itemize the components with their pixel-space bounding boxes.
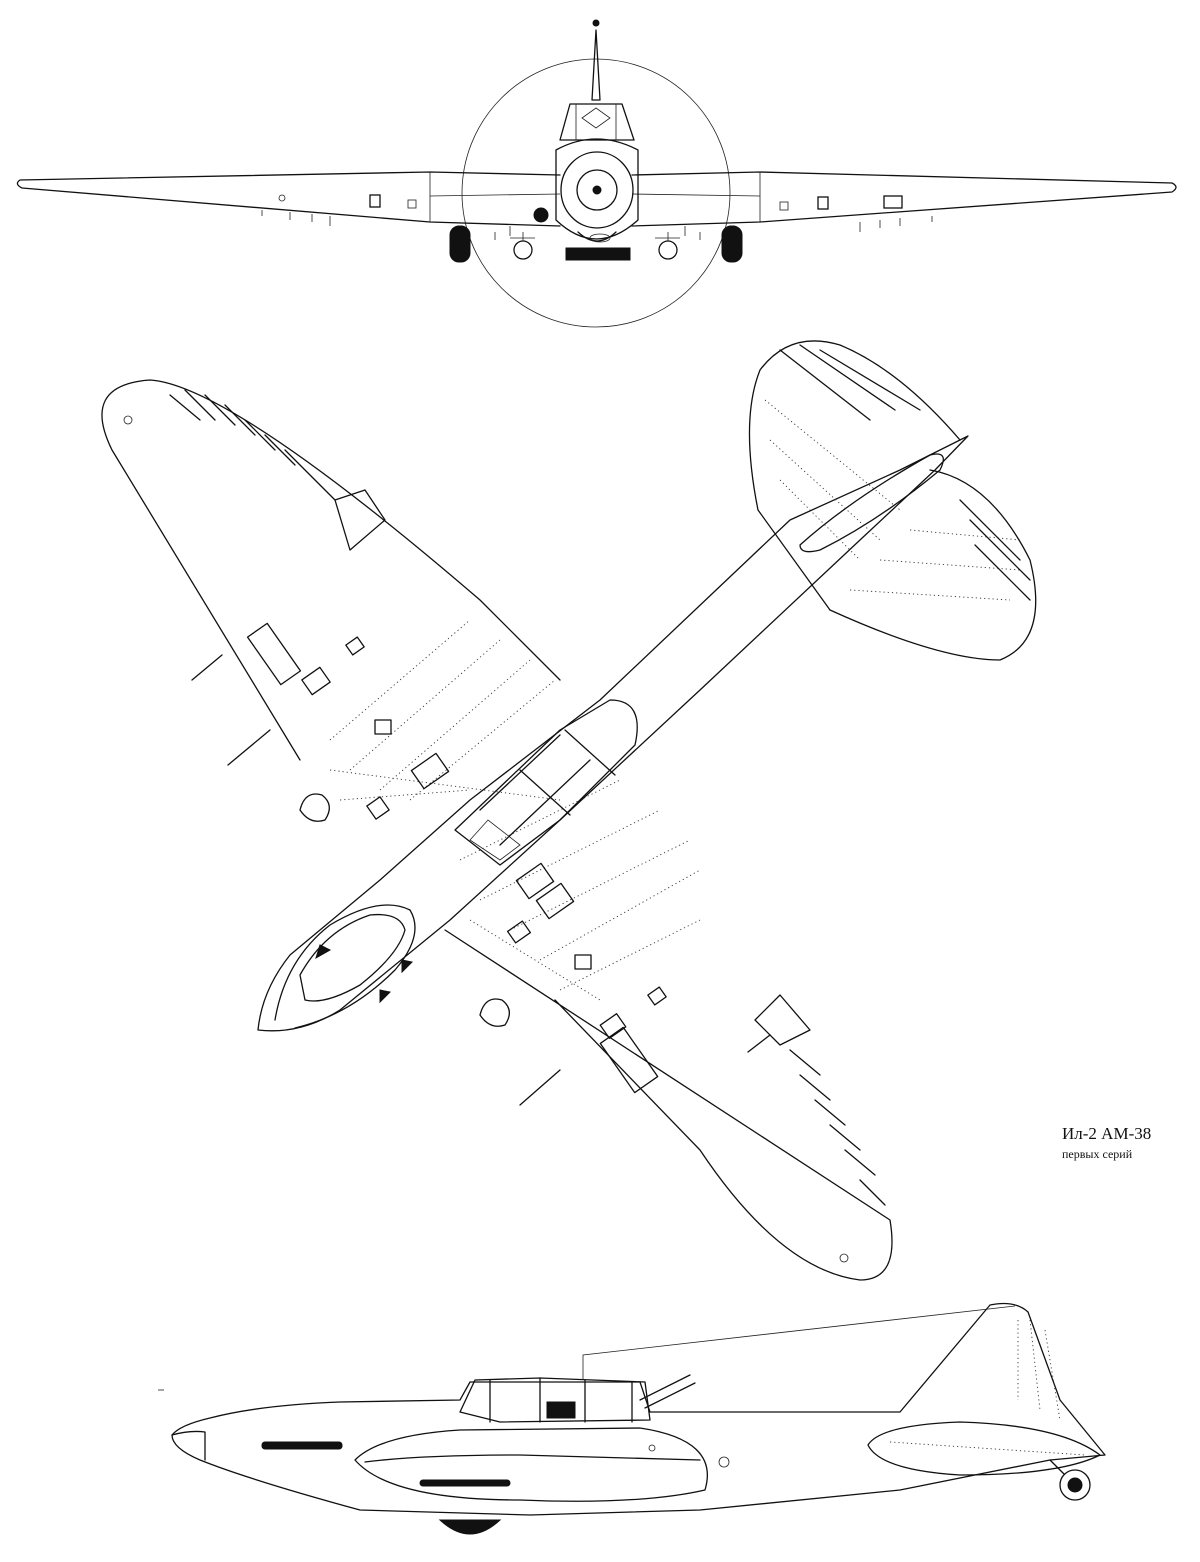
plan-engine-cowl: [274, 904, 416, 1029]
plan-left-wing: [101, 379, 561, 761]
side-fuselage: [171, 1302, 1106, 1516]
front-tail-fin: [591, 29, 601, 101]
radiator-intake: [565, 247, 631, 261]
caption-subtitle: первых серий: [1062, 1147, 1133, 1161]
plan-canopy: [454, 699, 638, 866]
plan-fuselage: [257, 435, 969, 1032]
plan-view: [101, 340, 1037, 1281]
side-main-wheel: [438, 1519, 502, 1535]
front-right-wing: [631, 171, 1177, 227]
left-wheel: [449, 225, 471, 263]
side-canopy: [459, 1377, 651, 1423]
drawing-caption: Ил-2 АМ-38 первых серий: [1062, 1124, 1192, 1162]
plan-horizontal-stabilizer: [748, 340, 961, 611]
side-wing: [354, 1427, 708, 1502]
front-view: [16, 19, 1177, 328]
plan-right-wing: [444, 929, 893, 1281]
front-fuselage: [555, 138, 639, 240]
caption-title: Ил-2 АМ-38: [1062, 1124, 1152, 1143]
side-view: [158, 1302, 1106, 1535]
front-left-wing: [16, 171, 561, 227]
spinner: [576, 169, 618, 211]
exhaust-stacks: [261, 1441, 343, 1450]
right-wheel: [721, 225, 743, 263]
side-stabilizer: [867, 1421, 1101, 1476]
front-canopy: [559, 103, 635, 141]
propeller-disc: [461, 58, 731, 328]
